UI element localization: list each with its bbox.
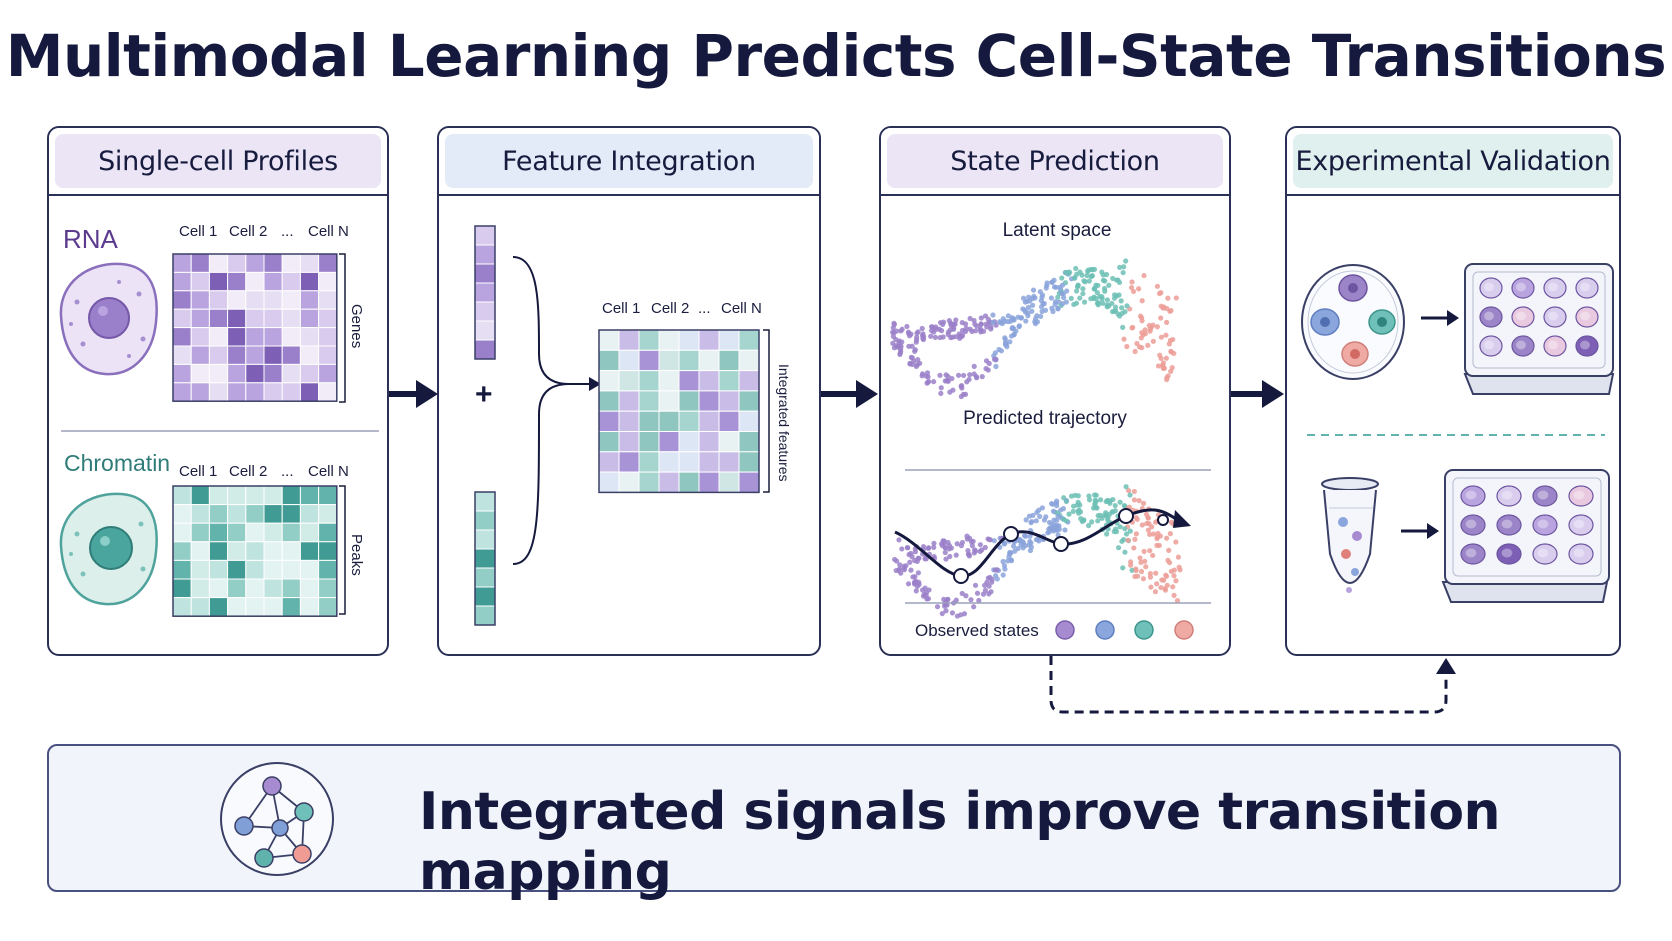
panel-header: State Prediction bbox=[881, 128, 1229, 196]
observed-states-legend bbox=[1055, 620, 1194, 640]
trajectory-scatter bbox=[892, 484, 1183, 619]
arrow-prediction-to-validation bbox=[1231, 380, 1284, 408]
trajectory-arrowhead bbox=[1173, 510, 1191, 528]
merge-arrowhead bbox=[589, 377, 601, 391]
panel-state-prediction: State Prediction Latent space Predicted … bbox=[879, 126, 1231, 656]
chromatin-feature-vector bbox=[474, 491, 496, 626]
trajectory-nodes bbox=[953, 508, 1169, 584]
latent-space-scatter bbox=[889, 258, 1179, 400]
rna-col-1: Cell 1 bbox=[179, 223, 217, 240]
network-icon bbox=[220, 762, 334, 876]
feedback-loop-arrow bbox=[1049, 656, 1456, 714]
panel-title: State Prediction bbox=[887, 134, 1223, 188]
chromatin-col-2: Cell 2 bbox=[229, 463, 267, 480]
prediction-illustration: Latent space Predicted trajectory Observ… bbox=[889, 220, 1211, 640]
validation-arrowhead-1 bbox=[1447, 310, 1459, 326]
panel-experimental-validation: Experimental Validation bbox=[1285, 126, 1621, 656]
integrated-features-label: Integrated features bbox=[776, 364, 792, 482]
well-plate-top-icon bbox=[1463, 263, 1615, 395]
peaks-bracket bbox=[339, 485, 346, 615]
panel-header: Feature Integration bbox=[439, 128, 819, 196]
validation-illustration bbox=[1301, 263, 1615, 603]
chromatin-col-n: Cell N bbox=[308, 463, 349, 480]
chromatin-col-1: Cell 1 bbox=[179, 463, 217, 480]
integrated-bracket bbox=[763, 329, 770, 493]
integration-illustration: + Cell 1 Cell 2 ... Cell N Integrated fe… bbox=[474, 225, 792, 626]
observed-states-label: Observed states bbox=[915, 621, 1039, 640]
panel-title: Single-cell Profiles bbox=[55, 134, 381, 188]
arrow-profiles-to-integration bbox=[389, 380, 438, 408]
summary-text: Integrated signals improve transition ma… bbox=[419, 782, 1501, 902]
merge-brace bbox=[512, 256, 570, 565]
integrated-col-1: Cell 1 bbox=[602, 300, 640, 317]
rna-col-2: Cell 2 bbox=[229, 223, 267, 240]
panel-header: Single-cell Profiles bbox=[49, 128, 387, 196]
integrated-col-n: Cell N bbox=[721, 300, 762, 317]
rna-col-ellipsis: ... bbox=[281, 223, 294, 240]
panel-single-cell-profiles: Single-cell Profiles RNA Chromatin Cell … bbox=[47, 126, 389, 656]
integrated-col-2: Cell 2 bbox=[651, 300, 689, 317]
panel-feature-integration: Feature Integration + Cell 1 Cell 2 ... … bbox=[437, 126, 821, 656]
peaks-label: Peaks bbox=[348, 534, 365, 576]
rna-gene-matrix bbox=[172, 253, 338, 402]
rna-label: RNA bbox=[63, 224, 119, 254]
panel-title: Feature Integration bbox=[445, 134, 813, 188]
plus-sign: + bbox=[475, 378, 493, 411]
rna-cell-icon bbox=[59, 262, 158, 376]
rna-feature-vector bbox=[474, 225, 496, 360]
chromatin-col-ellipsis: ... bbox=[281, 463, 294, 480]
trajectory-label: Predicted trajectory bbox=[963, 408, 1127, 429]
integrated-col-ellipsis: ... bbox=[698, 300, 711, 317]
panel-title: Experimental Validation bbox=[1293, 134, 1613, 188]
chromatin-cell-icon bbox=[59, 492, 158, 606]
genes-label: Genes bbox=[348, 304, 365, 348]
petri-dish-icon bbox=[1301, 264, 1405, 380]
summary-banner: Integrated signals improve transition ma… bbox=[47, 744, 1621, 902]
sample-tube-icon bbox=[1321, 477, 1379, 593]
chromatin-label: Chromatin bbox=[64, 450, 170, 476]
integrated-matrix bbox=[598, 329, 760, 494]
chromatin-peak-matrix bbox=[172, 485, 338, 617]
validation-arrowhead-2 bbox=[1427, 523, 1439, 539]
well-plate-bottom-icon bbox=[1441, 469, 1610, 603]
profiles-illustration: RNA Chromatin Cell 1 Cell 2 ... Cell N C… bbox=[59, 223, 379, 617]
page-title: Multimodal Learning Predicts Cell-State … bbox=[5, 22, 1667, 90]
latent-space-label: Latent space bbox=[1003, 220, 1112, 241]
arrow-integration-to-prediction bbox=[821, 380, 878, 408]
genes-bracket bbox=[339, 253, 346, 403]
panel-header: Experimental Validation bbox=[1287, 128, 1619, 196]
rna-col-n: Cell N bbox=[308, 223, 349, 240]
